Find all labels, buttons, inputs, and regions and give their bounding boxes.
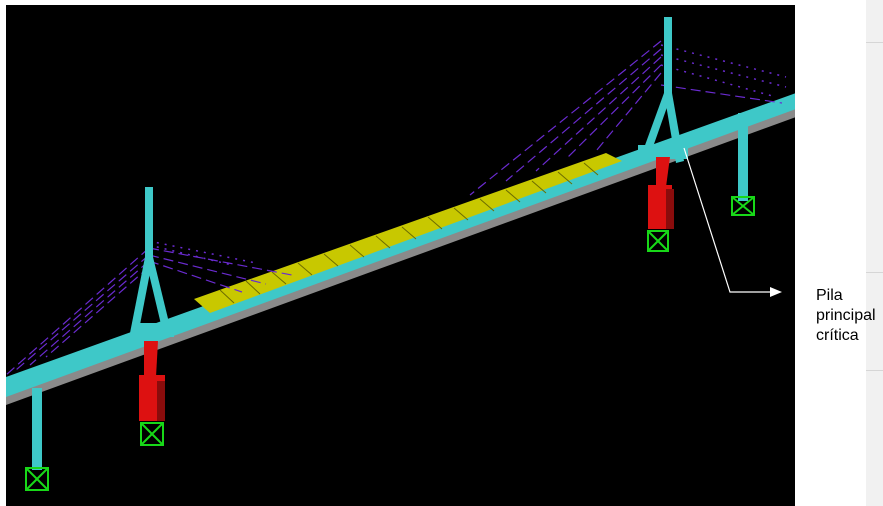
deck-underside [6,107,795,405]
callout-label: Pila principal crítica [816,286,876,346]
strip-divider [866,42,883,43]
left-support [140,422,164,446]
left-tower [130,187,174,337]
callout-bracket [792,272,793,368]
right-pier [648,157,674,229]
right-support [647,230,669,252]
right-end-pier [731,113,755,216]
model-viewport[interactable] [6,5,795,506]
stay-cables-right [469,40,783,196]
stay-cables-right-dotted [660,44,787,98]
left-end-pier [25,388,49,491]
right-tower [638,17,688,163]
scrollbar-strip[interactable] [866,0,883,506]
bridge-model [6,17,795,491]
strip-divider [866,272,883,273]
deck-critical-span [194,153,622,313]
callout-line-2: principal [816,307,876,324]
deck-segments [219,162,599,304]
stay-cables-left [6,247,293,376]
callout-line-1: Pila [816,287,843,304]
strip-divider [866,370,883,371]
callout-line-3: crítica [816,327,859,344]
left-pier [139,341,165,421]
